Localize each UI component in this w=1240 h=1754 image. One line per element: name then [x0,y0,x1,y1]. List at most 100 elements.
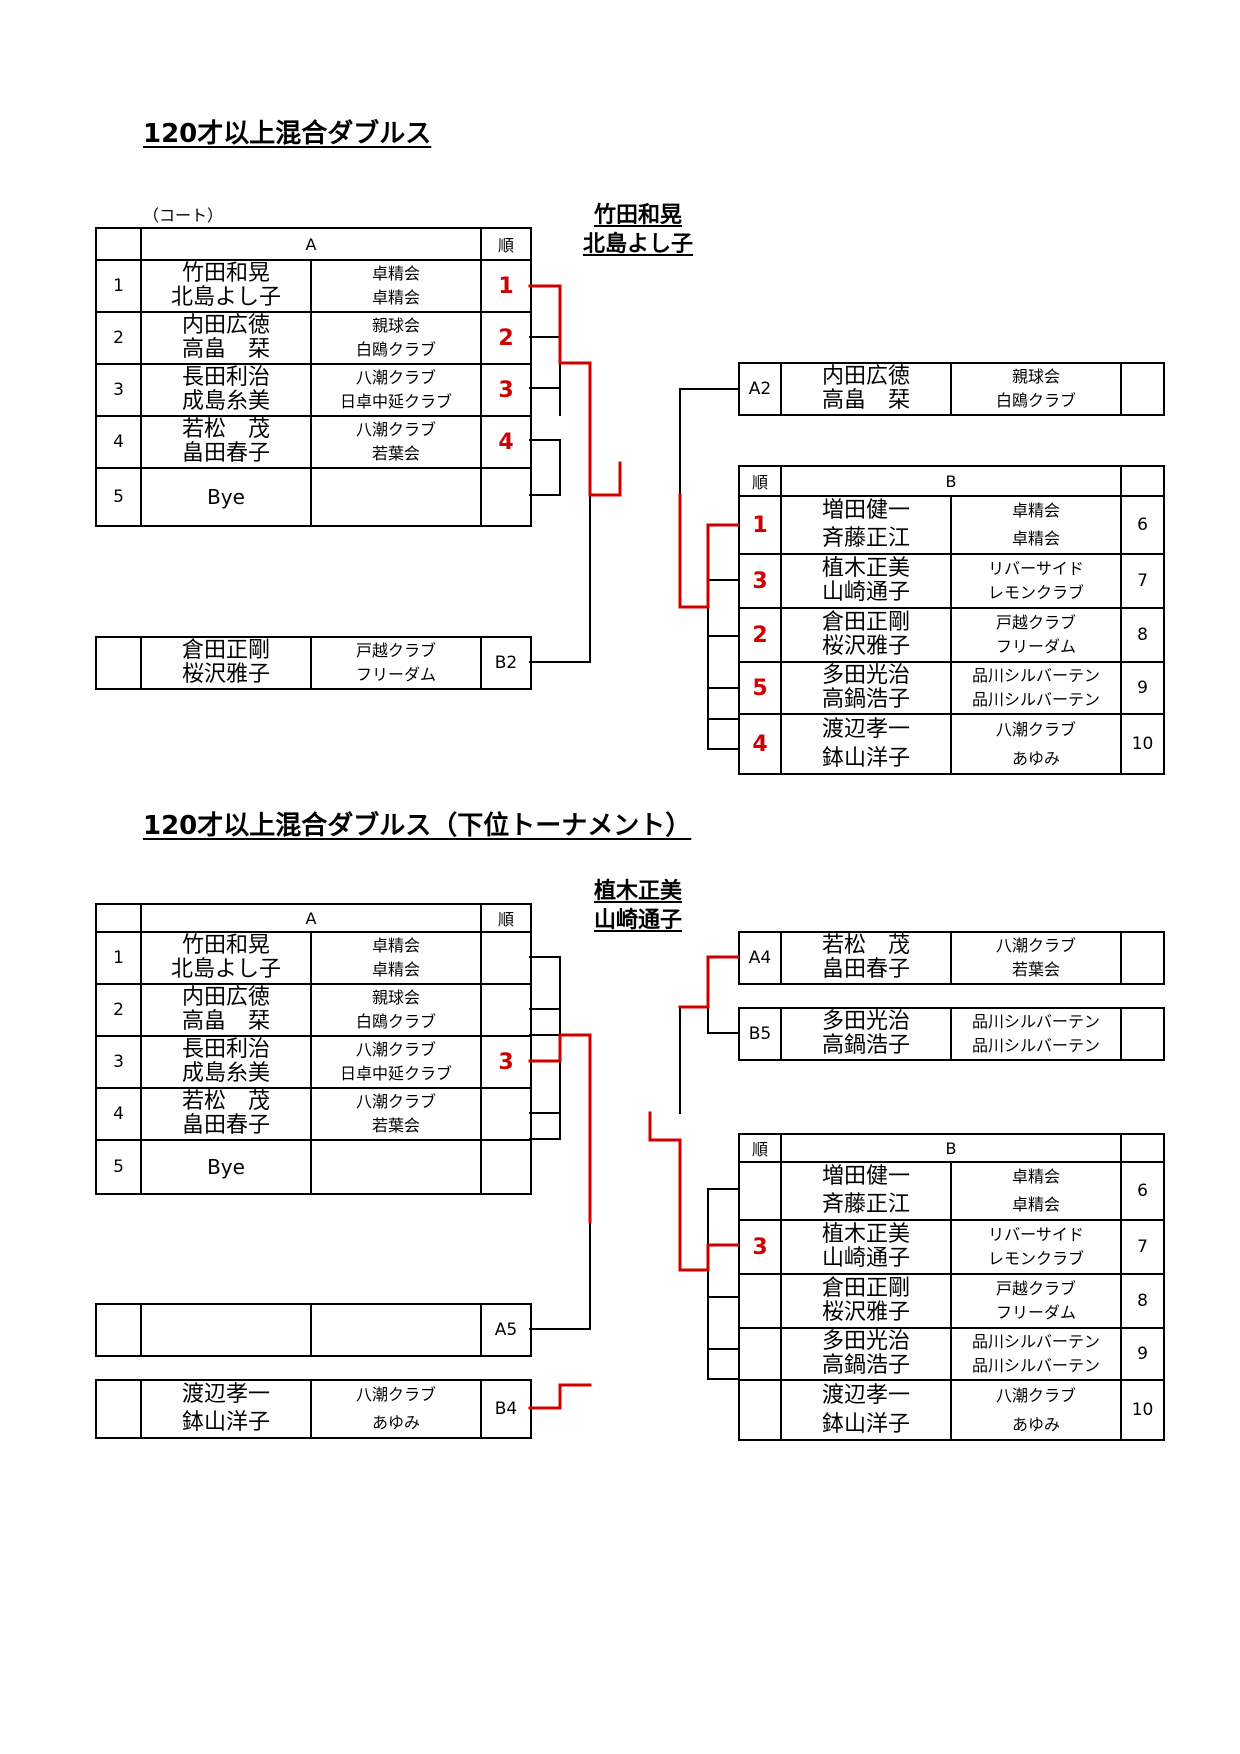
table-row: 1 増田健一斉藤正江 卓精会卓精会 6 [738,495,1166,555]
bracket-line [679,388,739,496]
player-names: 植木正美山崎通子 [780,1219,952,1275]
club-name: 品川シルバーテン [971,1036,1100,1055]
club-names: 八潮クラブあゆみ [949,1379,1123,1441]
entry-number: 7 [1120,1219,1166,1275]
player-name: 倉田正剛 [821,1276,910,1301]
player-name: 倉田正剛 [181,638,270,663]
bracket-line [529,336,561,416]
club-name: 卓精会 [372,960,421,979]
club-name: 日卓中延クラブ [340,1064,453,1083]
player-name: 北島よし子 [170,957,281,982]
player-name: 畠田春子 [181,1113,270,1138]
section2-a5-entry: A5 [95,1303,532,1357]
club-names: 戸越クラブフリーダム [949,1273,1123,1329]
table-row: 4 若松 茂畠田春子 八潮クラブ若葉会 [95,1087,533,1141]
club-name: 戸越クラブ [355,641,436,660]
player-name: 多田光治 [821,663,910,688]
player-names: 竹田和晃北島よし子 [140,259,312,313]
player-names: 若松 茂畠田春子 [140,1087,312,1141]
club-name: 白鴎クラブ [995,391,1076,410]
club-name: 八潮クラブ [996,1386,1077,1405]
table-row: 5 多田光治高鍋浩子 品川シルバーテン品川シルバーテン 9 [738,661,1166,715]
winner-line [528,1383,592,1410]
club-names: 親球会白鴎クラブ [309,983,483,1037]
section2-a4-entry: A4 若松 茂畠田春子 八潮クラブ若葉会 [738,931,1165,985]
table-row: 3 植木正美山崎通子 リバーサイドレモンクラブ 7 [738,1219,1166,1275]
player-names: 内田広徳高畠 栞 [140,983,312,1037]
slot-label: B4 [480,1379,532,1439]
bye-cell: Bye [140,467,312,527]
entry-number: 7 [1120,553,1166,609]
entry-number: 2 [95,983,142,1037]
player-name: 成島糸美 [181,1061,270,1086]
section1-group-a-table: A 順 1 竹田和晃北島よし子 卓精会卓精会 1 2 内田広徳高畠 栞 親球会白… [95,227,533,527]
club-names: 卓精会卓精会 [309,259,483,313]
entry-number: 5 [95,1139,142,1195]
rank-cell: 2 [480,311,533,365]
section1-right-winner-path [678,493,740,609]
club-names: リバーサイドレモンクラブ [949,553,1123,609]
club-names: 品川シルバーテン品川シルバーテン [949,661,1123,715]
section2-b5-entry: B5 多田光治高鍋浩子 品川シルバーテン品川シルバーテン [738,1007,1165,1061]
entry-number: 4 [95,415,142,469]
player-name: 山崎通子 [821,1246,910,1271]
rank-cell: 5 [738,661,782,715]
bracket-line [529,956,561,1036]
club-name: 八潮クラブ [356,1040,437,1059]
rank-cell [738,1273,782,1329]
section2-left-winner-path [528,1033,592,1410]
club-names: 親球会白鴎クラブ [950,362,1122,416]
player-names: 内田広徳高畠 栞 [780,362,952,416]
entry-number: 1 [95,931,142,985]
slot-label: A5 [480,1303,532,1357]
player-name: 渡辺孝一 [821,1383,910,1408]
player-name: 鉢山洋子 [821,746,910,771]
slot-label: A4 [738,931,782,985]
rank-header: 順 [480,227,533,261]
rank-cell [738,1379,782,1441]
player-name: 鉢山洋子 [821,1412,910,1437]
club-names: 親球会白鴎クラブ [309,311,483,365]
player-names: 若松 茂畠田春子 [780,931,952,985]
club-names: 八潮クラブ若葉会 [309,415,483,469]
player-name: 増田健一 [821,498,910,523]
player-names: 長田利治成島糸美 [140,1035,312,1089]
section2-group-b-table: 順 B 増田健一斉藤正江 卓精会卓精会 6 3 植木正美山崎通子 リバーサイドレ… [738,1133,1166,1441]
player-name: 高畠 栞 [821,388,910,413]
club-name: フリーダム [996,1303,1077,1322]
player-name: 高畠 栞 [181,337,270,362]
player-name: 畠田春子 [821,957,910,982]
rank-cell [738,1161,782,1221]
player-name: 斉藤正江 [821,526,910,551]
player-name: 植木正美 [821,1222,910,1247]
club-names: 品川シルバーテン品川シルバーテン [950,1007,1122,1061]
club-names: 品川シルバーテン品川シルバーテン [949,1327,1123,1381]
section2-right-winner-path [648,955,740,1272]
player-names: 多田光治高鍋浩子 [780,1007,952,1061]
club-names: 八潮クラブあゆみ [949,713,1123,775]
court-note: （コート） [143,206,224,225]
header-blank-cell [1120,1133,1166,1163]
rank-cell: 2 [738,607,782,663]
empty-cell [309,467,483,527]
entry-number: 2 [95,311,142,365]
club-name: 卓精会 [1012,1167,1061,1186]
winner-line [648,1111,740,1272]
table-header-row: A 順 [95,903,533,933]
player-names: 渡辺孝一鉢山洋子 [140,1379,312,1439]
group-header: B [779,465,1123,497]
entry-number: 3 [95,1035,142,1089]
club-name: 親球会 [1011,367,1060,386]
section1-left-winner-path [528,284,622,497]
bracket-line [529,494,591,663]
player-names: 渡辺孝一鉢山洋子 [780,1379,952,1441]
slot-label: A2 [738,362,782,416]
player-name: 倉田正剛 [821,610,910,635]
player-name: 若松 茂 [181,417,270,442]
entry-number: 10 [1120,1379,1166,1441]
club-name: 親球会 [372,988,421,1007]
table-row: 3 植木正美山崎通子 リバーサイドレモンクラブ 7 [738,553,1166,609]
entry-number: 9 [1120,1327,1166,1381]
club-name: 若葉会 [372,444,421,463]
